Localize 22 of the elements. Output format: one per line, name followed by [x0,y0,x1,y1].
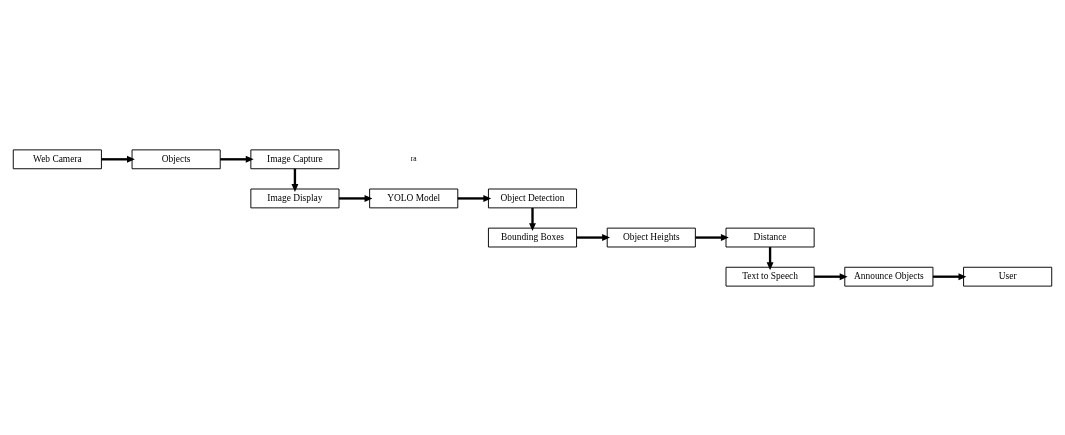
arrow [695,233,729,241]
node-box: User [963,266,1053,287]
arrow [932,272,967,280]
node-box: Objects [131,148,221,169]
node-box: Web Camera [12,148,102,169]
arrow [529,207,536,231]
arrow [576,233,611,241]
arrow [814,272,848,280]
node-box: Distance [725,227,815,247]
node-box: Image Display [250,188,340,208]
arrow [101,155,135,163]
node-box: Object Detection [487,188,578,208]
label: ra [410,153,417,163]
node-box: Image Capture [250,148,340,169]
arrow [339,194,373,202]
arrow [457,194,492,202]
node-box: Bounding Boxes [487,227,578,247]
node-box: Announce Objects [844,266,934,287]
arrow [220,155,254,163]
node-box: Object Heights [606,227,696,247]
node-box: YOLO Model [369,188,459,208]
node-box: Text to Speech [725,266,815,287]
